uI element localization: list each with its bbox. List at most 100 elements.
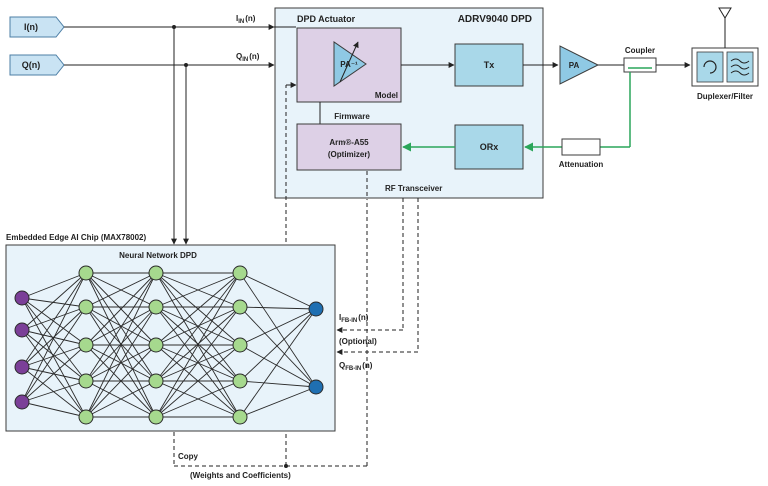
antenna-icon: [718, 7, 732, 48]
nn-edge: [21, 272, 87, 403]
dpd-actuator-label: DPD Actuator: [297, 14, 356, 24]
junction-dot: [184, 63, 188, 67]
nn-edge: [21, 329, 87, 382]
arm-optimizer-block: Arm®-A55 (Optimizer): [296, 123, 402, 171]
nn-edge: [21, 380, 87, 403]
nn-hidden-node: [78, 299, 94, 315]
nn-edge: [239, 344, 317, 388]
nn-input-node: [14, 394, 30, 410]
input-q-block: Q(n): [9, 54, 65, 76]
duplexer-filter-block: Duplexer/Filter: [691, 47, 759, 101]
nn-hidden-node: [78, 265, 94, 281]
nn-edge: [21, 297, 87, 346]
nn-edge: [239, 380, 317, 388]
attenuation-block: Attenuation: [559, 138, 604, 169]
nn-title: Neural Network DPD: [119, 251, 197, 260]
optional-label: (Optional): [339, 337, 377, 346]
ai-chip-label: Embedded Edge AI Chip (MAX78002): [6, 233, 147, 242]
nn-edge: [155, 272, 241, 346]
i-in-label: IIN(n): [236, 14, 256, 25]
feedback-path: [524, 72, 631, 152]
nn-edge: [85, 272, 157, 418]
nn-edge: [85, 306, 157, 418]
nn-edge: [155, 306, 241, 382]
nn-edge: [21, 306, 87, 403]
nn-edge: [85, 272, 157, 346]
nn-edge: [21, 272, 87, 331]
firmware-label: Firmware: [334, 112, 370, 121]
nn-hidden-node: [78, 337, 94, 353]
nn-edge: [21, 344, 87, 403]
q-fb-label: QFB-IN(n): [339, 361, 373, 372]
iq-signal-lines: [64, 24, 275, 245]
filter-icon: [730, 58, 750, 76]
nn-edge: [239, 308, 317, 382]
transceiver-title: ADRV9040 DPD: [458, 14, 532, 25]
nn-edge: [239, 272, 317, 310]
nn-edge: [155, 344, 241, 418]
nn-edge: [155, 380, 241, 418]
nn-edge: [21, 366, 87, 418]
circulator-icon: [703, 60, 717, 74]
nn-hidden-node: [78, 373, 94, 389]
junction-dot: [284, 464, 288, 468]
nn-edge: [85, 272, 157, 382]
nn-edge: [155, 306, 241, 346]
nn-edge: [155, 272, 241, 382]
nn-edge: [155, 272, 241, 418]
nn-output-node: [308, 379, 324, 395]
nn-hidden-node: [148, 337, 164, 353]
copy-label: Copy: [178, 452, 199, 461]
orx-block: ORx: [454, 124, 524, 170]
input-q-label: Q(n): [22, 60, 41, 70]
nn-hidden-node: [232, 265, 248, 281]
nn-hidden-node: [232, 337, 248, 353]
nn-output-node: [308, 301, 324, 317]
nn-hidden-node: [232, 409, 248, 425]
duplexer-label: Duplexer/Filter: [697, 92, 753, 101]
nn-edge: [21, 306, 87, 331]
i-fb-label: IFB-IN(n): [339, 313, 369, 324]
nn-nodes: [14, 265, 324, 425]
arm-label: Arm®-A55: [329, 138, 369, 147]
nn-edge: [21, 272, 87, 299]
optimizer-label: (Optimizer): [328, 150, 371, 159]
nn-hidden-node: [78, 409, 94, 425]
nn-edge: [21, 344, 87, 368]
coupler-label: Coupler: [625, 46, 655, 55]
ai-chip-block: Neural Network DPD: [5, 244, 336, 432]
tx-block: Tx: [454, 43, 524, 87]
nn-hidden-node: [148, 299, 164, 315]
nn-edge: [21, 401, 87, 418]
pa-inverse-label: PA⁻¹: [340, 60, 358, 69]
attenuation-label: Attenuation: [559, 160, 604, 169]
nn-hidden-node: [148, 373, 164, 389]
nn-edge: [21, 297, 87, 308]
nn-edge: [85, 380, 157, 418]
nn-hidden-node: [232, 373, 248, 389]
junction-dot: [172, 25, 176, 29]
nn-edge: [21, 297, 87, 418]
nn-hidden-node: [232, 299, 248, 315]
nn-edge: [85, 344, 157, 418]
nn-edge: [21, 297, 87, 382]
nn-edge: [239, 272, 317, 388]
nn-edge: [239, 306, 317, 310]
nn-input-node: [14, 290, 30, 306]
nn-edge: [239, 308, 317, 418]
model-label: Model: [375, 91, 398, 100]
weights-label: (Weights and Coefficients): [190, 471, 291, 480]
nn-edge: [85, 344, 157, 382]
tx-label: Tx: [484, 60, 495, 70]
nn-hidden-node: [148, 265, 164, 281]
dpd-actuator-block: PA⁻¹ Model: [296, 27, 402, 103]
coupler-block: Coupler: [623, 46, 657, 73]
nn-edge: [239, 386, 317, 418]
input-i-label: I(n): [24, 22, 38, 32]
nn-hidden-node: [148, 409, 164, 425]
nn-edge: [85, 272, 157, 308]
nn-edge: [155, 306, 241, 418]
nn-edge: [21, 272, 87, 368]
input-i-block: I(n): [9, 16, 65, 38]
